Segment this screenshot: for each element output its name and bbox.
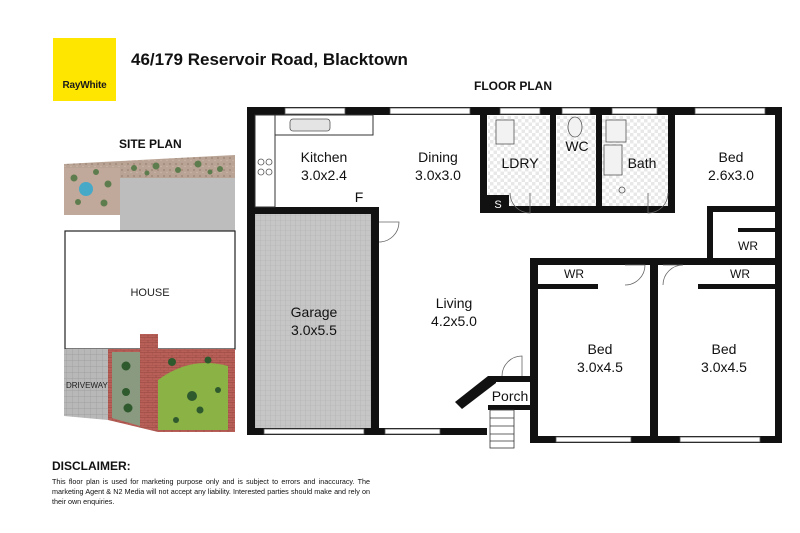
living-size: 4.2x5.0 [431,313,477,329]
doors [378,192,684,377]
living-name: Living [436,295,473,311]
bed2-name: Bed [588,341,613,357]
bath-name: Bath [628,155,657,171]
laundry-name: LDRY [501,155,539,171]
garage-name: Garage [291,304,338,320]
sink-icon [289,118,331,132]
disclaimer-text: This floor plan is used for marketing pu… [52,477,370,506]
wr-label-bed3: WR [730,267,750,281]
wc-name: WC [565,138,588,154]
fridge-label: F [355,189,364,205]
pond-icon [79,182,93,196]
cooktop-icon [257,158,273,176]
porch-steps [489,409,515,449]
bed1-size: 2.6x3.0 [708,167,754,183]
shower-drain-icon [618,186,626,194]
toilet-icon [567,116,583,138]
kitchen-size: 3.0x2.4 [301,167,347,183]
kitchen-name: Kitchen [301,149,348,165]
bed2-size: 3.0x4.5 [577,359,623,375]
paved-area [120,178,235,232]
windows [263,107,766,443]
bed3-name: Bed [712,341,737,357]
driveway-label: DRIVEWAY [66,381,108,390]
site-plan-title: SITE PLAN [119,137,182,151]
wr-label-bed2: WR [564,267,584,281]
dining-size: 3.0x3.0 [415,167,461,183]
bed3-size: 3.0x4.5 [701,359,747,375]
kitchen-counter [254,114,374,208]
property-address: 46/179 Reservoir Road, Blacktown [131,50,408,69]
wr-label-bed1: WR [738,239,758,253]
house-label: HOUSE [130,287,169,299]
bathtub-icon [603,144,623,176]
shower-label: S [494,199,501,211]
bed1-name: Bed [719,149,744,165]
laundry-tub-icon [495,119,515,145]
backyard-garden [64,155,235,215]
dining-name: Dining [418,149,458,165]
disclaimer-title: DISCLAIMER: [52,459,131,473]
front-garden [108,334,235,432]
garage-floor [255,214,371,429]
porch-name: Porch [492,388,529,404]
vanity-icon [605,119,627,143]
house-outline [64,230,236,350]
floor-plan-title: FLOOR PLAN [474,79,552,93]
driveway [64,349,108,420]
raywhite-logo: RayWhite [53,38,116,101]
garage-size: 3.0x5.5 [291,322,337,338]
logo-text: RayWhite [62,80,107,91]
